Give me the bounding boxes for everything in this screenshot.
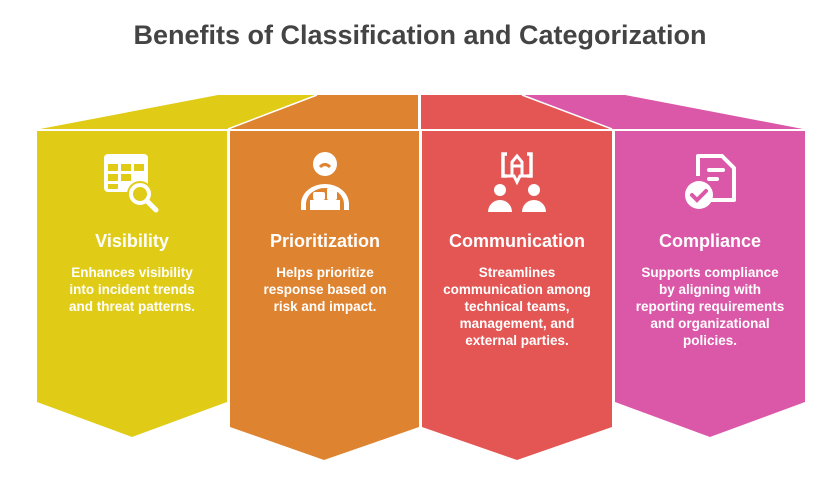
benefit-description: Helps prioritize response based on risk … xyxy=(263,265,387,314)
benefit-compliance: Compliance Supports compliance by aligni… xyxy=(615,150,805,349)
benefit-communication: Communication Streamlines communication … xyxy=(422,150,612,349)
benefit-prioritization: Prioritization Helps prioritize response… xyxy=(230,150,420,315)
visibility-top xyxy=(40,95,317,129)
communication-top xyxy=(421,95,612,129)
benefit-title: Visibility xyxy=(95,231,169,251)
benefit-description: Enhances visibility into incident trends… xyxy=(68,265,196,314)
people-chat-icon xyxy=(488,152,546,212)
page-title: Benefits of Classification and Categoriz… xyxy=(133,20,707,50)
benefit-title: Prioritization xyxy=(269,231,380,251)
benefit-description: Streamlines communication among technica… xyxy=(443,265,591,348)
compliance-panel xyxy=(615,131,805,437)
benefit-title: Communication xyxy=(448,231,585,251)
benefit-visibility: Visibility Enhances visibility into inci… xyxy=(37,150,227,315)
person-desk-icon xyxy=(301,152,349,210)
visibility-panel xyxy=(37,131,227,437)
communication-panel xyxy=(422,131,612,460)
table-search-icon xyxy=(104,154,159,213)
prioritization-panel xyxy=(230,131,419,460)
benefit-title: Compliance xyxy=(658,231,762,251)
compliance-top xyxy=(522,95,803,129)
document-check-icon xyxy=(685,154,736,209)
benefit-description: Supports compliance by aligning with rep… xyxy=(635,265,785,348)
prioritization-top xyxy=(228,95,418,129)
